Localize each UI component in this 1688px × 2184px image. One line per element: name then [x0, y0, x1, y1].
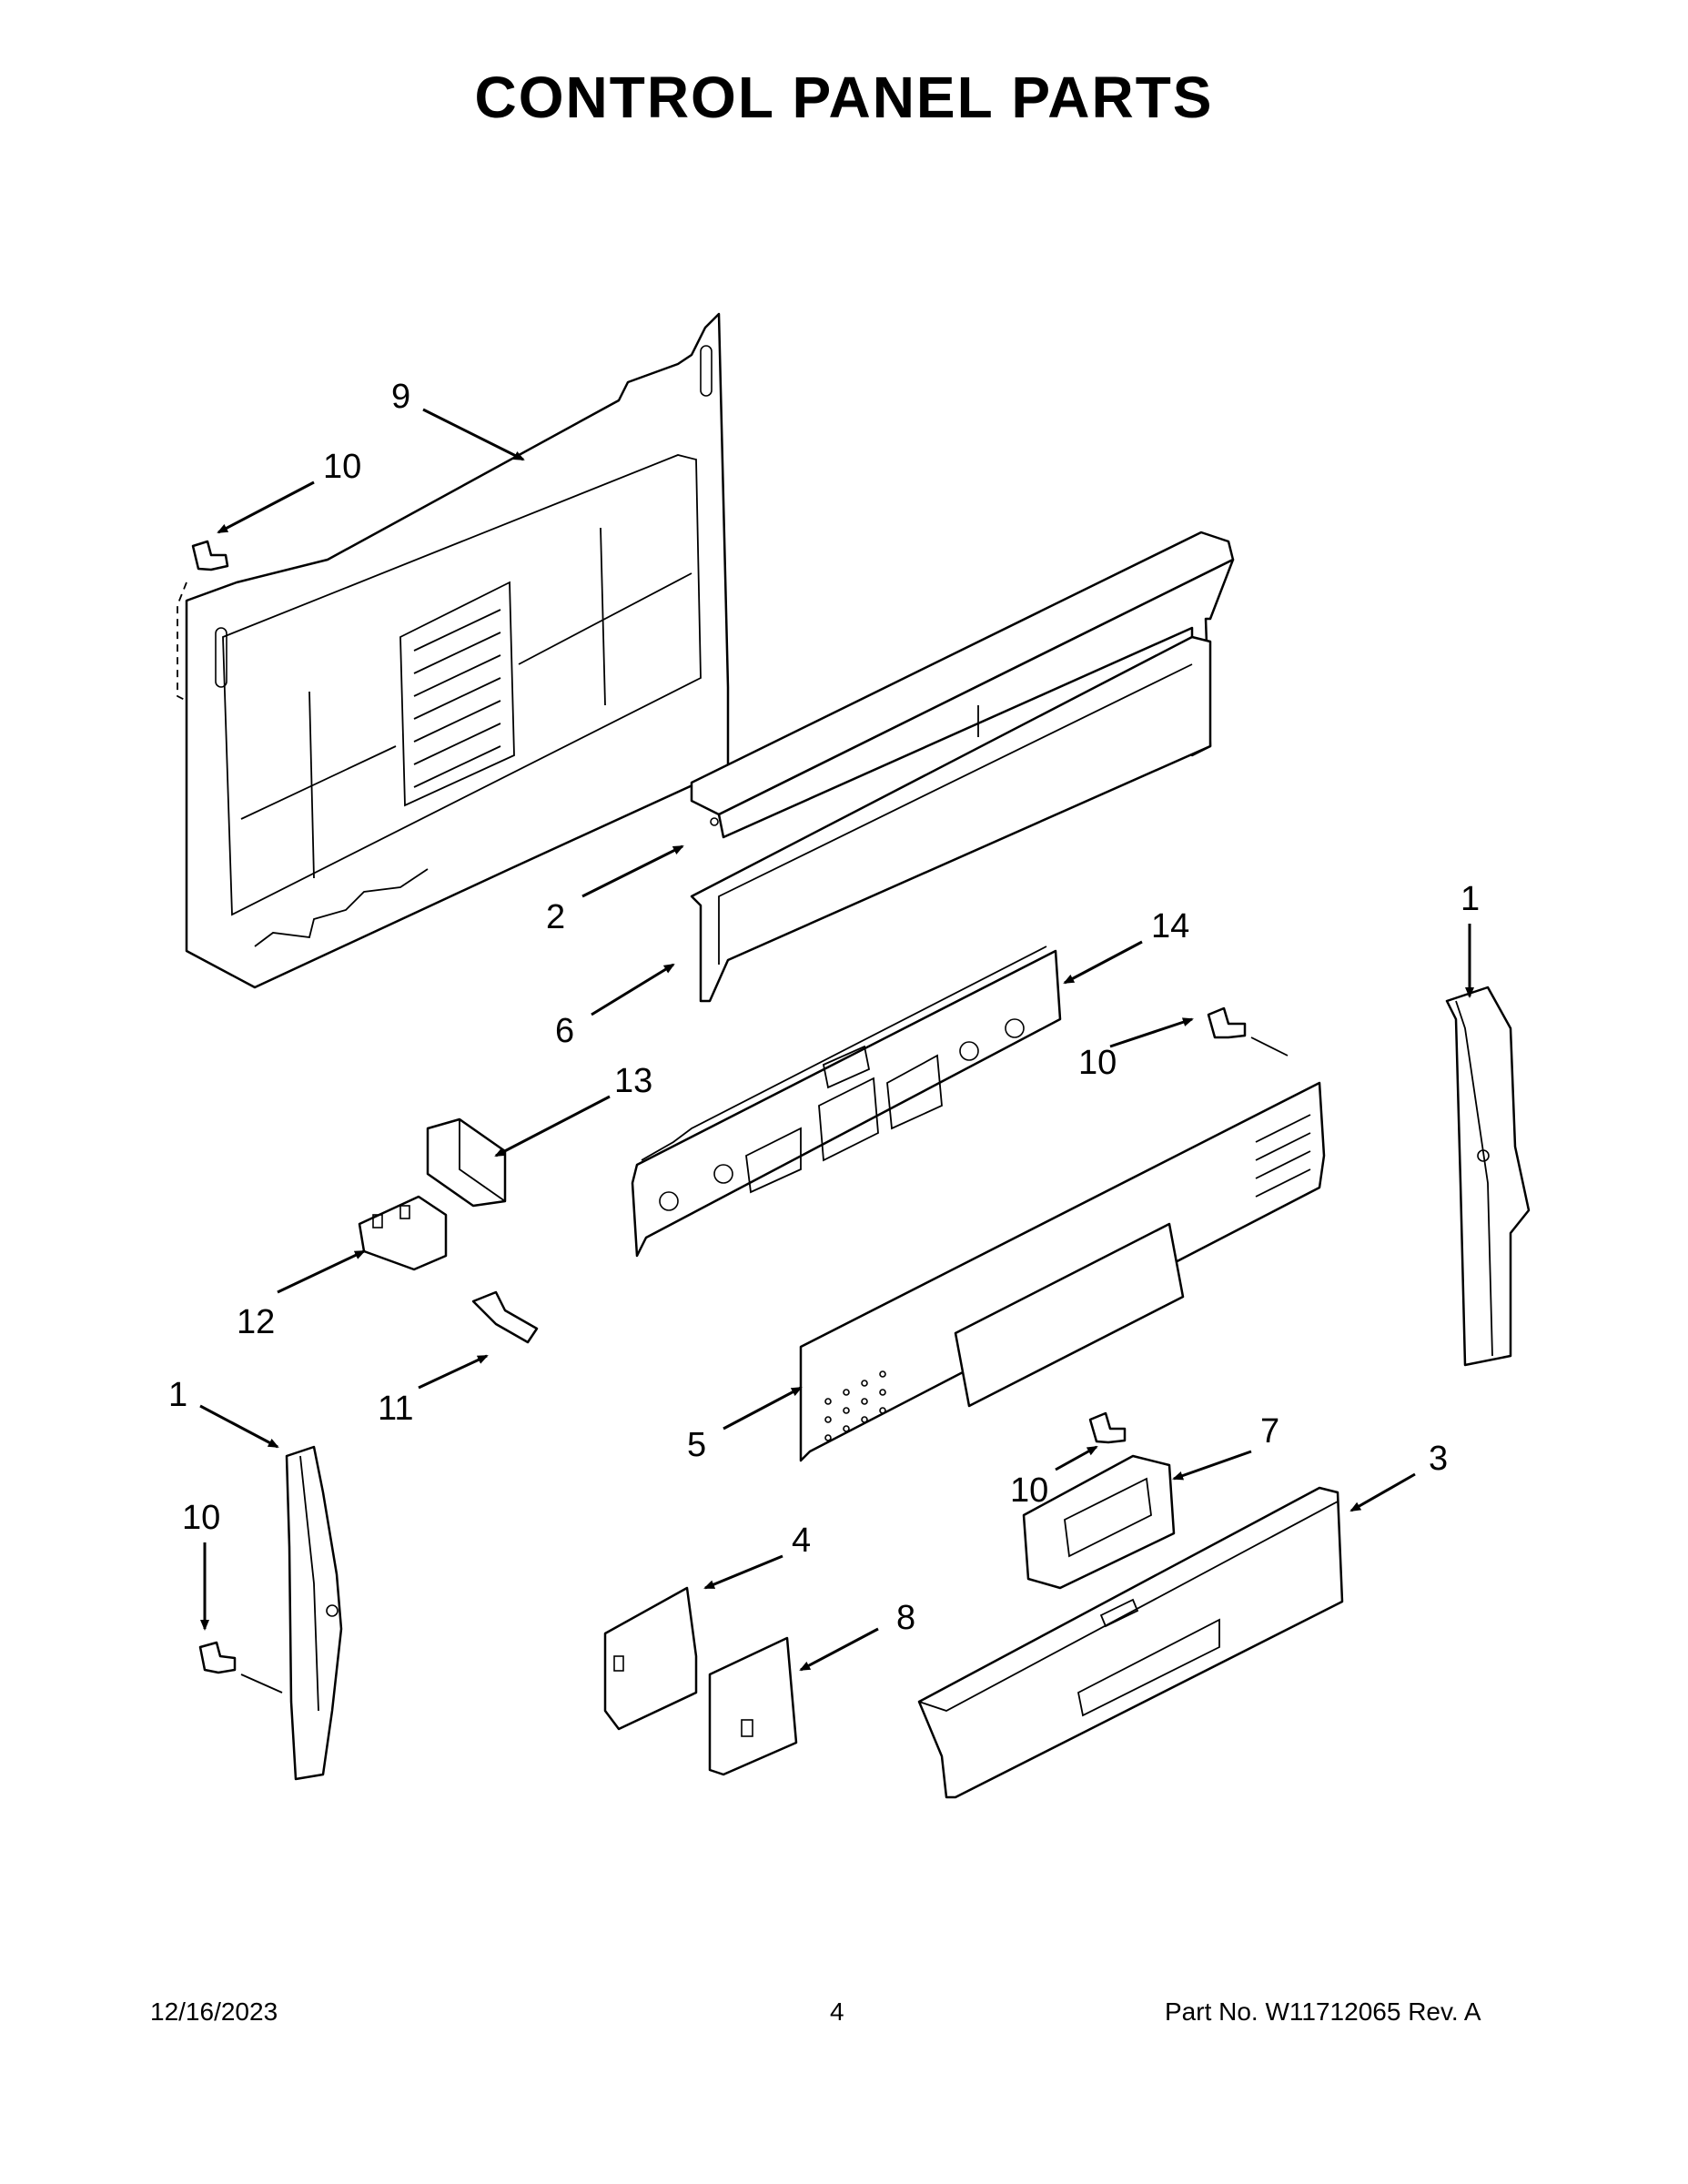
part-3-console-trim — [917, 1486, 1344, 1799]
screw-10-top-left — [177, 540, 229, 702]
screw-10-lower-left — [198, 1641, 283, 1694]
part-13-bracket — [426, 1117, 507, 1208]
callout-14: 14 — [1151, 907, 1189, 945]
callout-6: 6 — [555, 1012, 574, 1050]
part-11-clip — [471, 1290, 539, 1344]
screw-10-near-7 — [1088, 1411, 1127, 1444]
part-5-panel-frame — [799, 1081, 1326, 1462]
part-6-lower-bracket — [690, 635, 1212, 1003]
footer-page-number: 4 — [830, 1997, 844, 2026]
part-12-terminal-block — [358, 1195, 448, 1271]
callout-1-right: 1 — [1461, 880, 1480, 918]
callout-10-d: 10 — [1010, 1471, 1048, 1510]
part-14-keypad-panel — [631, 945, 1062, 1258]
callout-5: 5 — [687, 1426, 706, 1464]
callout-10-b: 10 — [1078, 1044, 1117, 1082]
callout-10-a: 10 — [323, 448, 361, 486]
part-4-board — [603, 1586, 698, 1731]
callout-8: 8 — [896, 1599, 915, 1637]
part-7-control-board — [1022, 1454, 1176, 1590]
callout-11: 11 — [378, 1390, 413, 1428]
leader-arrows — [199, 408, 1474, 1672]
footer-date: 12/16/2023 — [150, 1997, 278, 2026]
callout-7: 7 — [1260, 1412, 1279, 1451]
callout-3: 3 — [1429, 1440, 1448, 1478]
part-1-end-cap-right — [1445, 986, 1531, 1367]
part-8-cover — [708, 1636, 798, 1776]
callout-12: 12 — [237, 1303, 275, 1341]
callout-9: 9 — [391, 378, 410, 416]
part-9-rear-shield — [185, 312, 730, 989]
screw-10-right — [1207, 1006, 1289, 1057]
callout-10-c: 10 — [182, 1499, 220, 1537]
callout-1-left: 1 — [168, 1376, 187, 1414]
callout-13: 13 — [614, 1062, 652, 1100]
callout-2: 2 — [546, 898, 565, 936]
page-title: CONTROL PANEL PARTS — [474, 65, 1214, 130]
part-1-end-cap-left — [285, 1445, 343, 1781]
callout-4: 4 — [792, 1522, 811, 1560]
footer-part-number: Part No. W11712065 Rev. A — [1165, 1997, 1481, 2026]
